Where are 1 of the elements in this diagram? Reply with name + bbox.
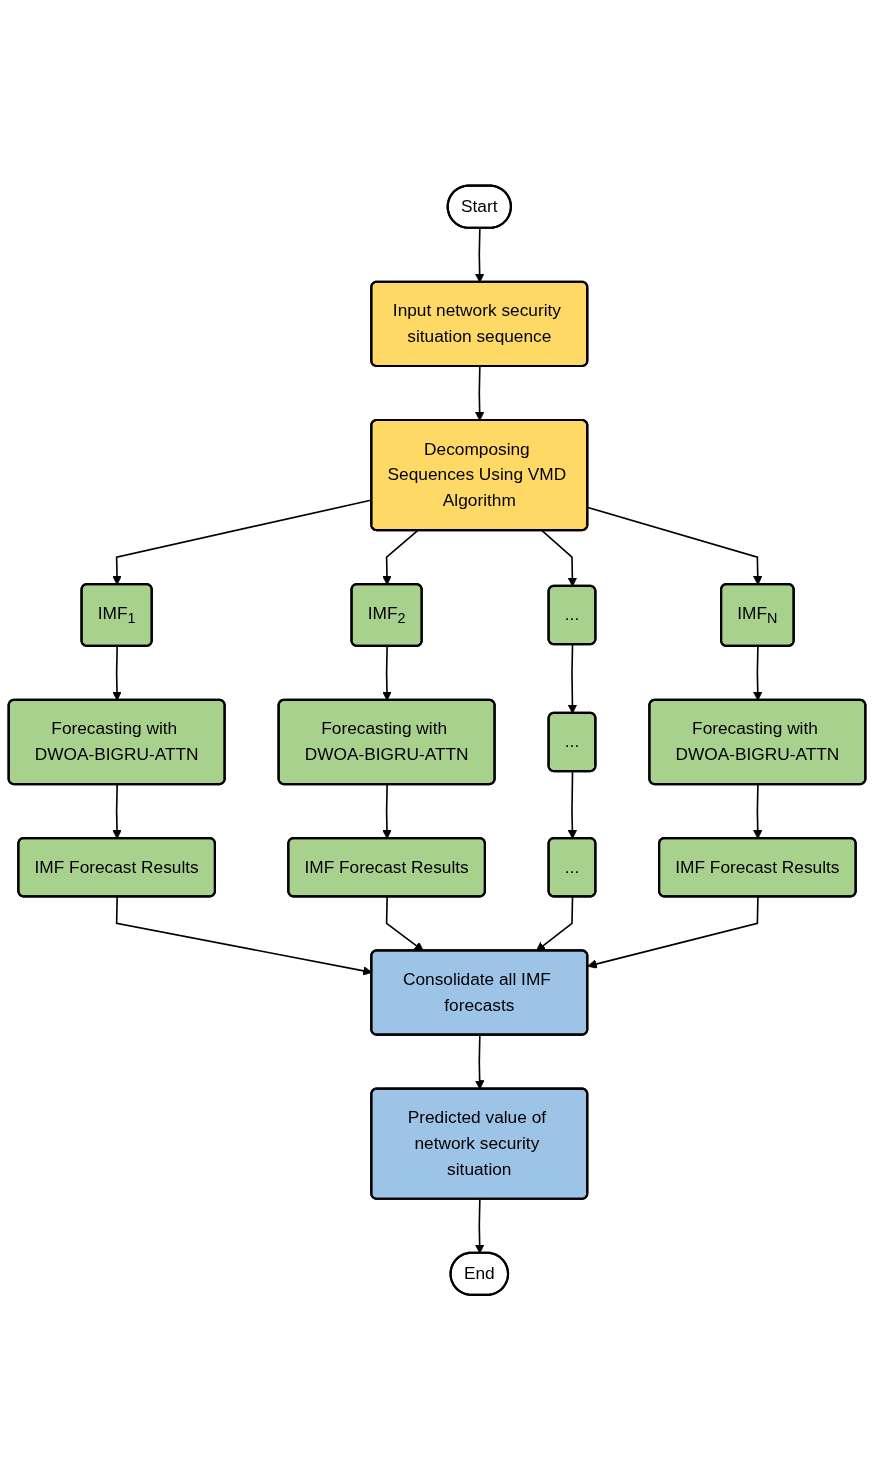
arrow <box>587 896 759 969</box>
